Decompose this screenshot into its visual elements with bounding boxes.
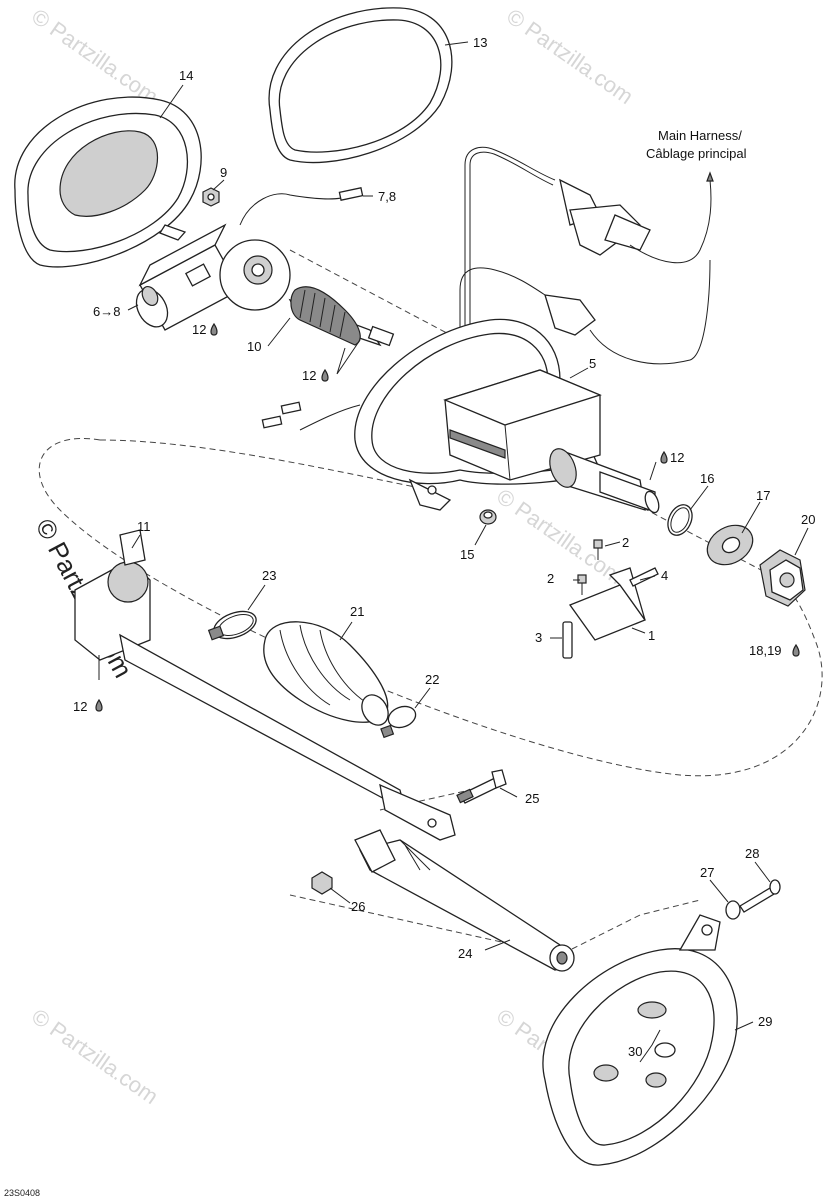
callout-22: 22 xyxy=(425,672,439,687)
callout-15: 15 xyxy=(460,547,474,562)
screw-part-28 xyxy=(739,879,781,913)
link-axis xyxy=(289,894,701,956)
oil-drop-icons xyxy=(95,322,800,712)
housing-part-5 xyxy=(354,318,602,511)
callout-6-8: 6→8 xyxy=(93,304,120,319)
callout-12-d: 12 xyxy=(73,699,87,714)
watermark-bottom-left: © Partzilla.com xyxy=(27,1004,163,1110)
callout-30: 30 xyxy=(628,1044,642,1059)
callout-27: 27 xyxy=(700,865,714,880)
callout-12-b: 12 xyxy=(302,368,316,383)
clip-part-4 xyxy=(629,567,659,587)
ring-bracket-part-29 xyxy=(542,914,738,1166)
callout-21: 21 xyxy=(350,604,364,619)
nut-part-9 xyxy=(202,187,220,207)
watermark-top-left: © Partzilla.com xyxy=(27,4,163,110)
washer-part-17 xyxy=(706,524,754,566)
screw-part-2-a xyxy=(593,539,603,560)
callout-20: 20 xyxy=(801,512,815,527)
harness-wires xyxy=(261,146,712,431)
boot-part-21 xyxy=(263,621,389,726)
callout-17: 17 xyxy=(756,488,770,503)
callout-26: 26 xyxy=(351,899,365,914)
harness-label-line-2: Câblage principal xyxy=(646,146,747,161)
assembly-path-upper xyxy=(99,439,431,491)
callout-24: 24 xyxy=(458,946,472,961)
callout-13: 13 xyxy=(473,35,487,50)
o-ring-part-16 xyxy=(667,504,693,536)
motor-axis xyxy=(289,249,461,341)
nut-part-20 xyxy=(759,549,806,607)
seal-ring-part-13 xyxy=(268,7,453,164)
callout-14: 14 xyxy=(179,68,193,83)
callout-29: 29 xyxy=(758,1014,772,1029)
pin-part-3 xyxy=(562,621,573,659)
callout-10: 10 xyxy=(247,339,261,354)
linkage-part-11 xyxy=(74,529,456,841)
callout-2-a: 2 xyxy=(622,535,629,550)
clamp-part-22 xyxy=(380,705,417,739)
screw-part-2-b xyxy=(577,574,587,595)
harness-arrow xyxy=(706,171,714,182)
cover-part-14 xyxy=(14,96,202,268)
oil-drop-icon xyxy=(660,450,668,464)
callout-9: 9 xyxy=(220,165,227,180)
washer-part-27 xyxy=(725,900,741,920)
bolt-part-25 xyxy=(456,769,507,804)
oil-drop-icon xyxy=(210,322,218,336)
clamp-part-23 xyxy=(207,610,257,641)
callout-7-8: 7,8 xyxy=(378,189,396,204)
callout-4: 4 xyxy=(661,568,668,583)
callout-3: 3 xyxy=(535,630,542,645)
oil-drop-icon xyxy=(321,368,329,382)
callout-18-19: 18,19 xyxy=(749,643,782,658)
callout-5: 5 xyxy=(589,356,596,371)
nut-part-26 xyxy=(311,871,333,895)
motor-part-6-8 xyxy=(135,187,364,331)
bracket-part-1 xyxy=(568,567,647,641)
o-ring-inner xyxy=(670,507,690,533)
assembly-path xyxy=(38,438,823,777)
callout-16: 16 xyxy=(700,471,714,486)
rod-end-part-24 xyxy=(354,829,575,972)
grommet-part-15 xyxy=(479,509,497,525)
callouts: 13 14 9 7,8 6→8 12 10 12 5 12 16 17 20 2… xyxy=(73,35,815,1059)
watermark-top-right: © Partzilla.com xyxy=(502,4,638,110)
reference-code: 23S0408 xyxy=(4,1188,40,1198)
oil-drop-icon xyxy=(792,643,800,657)
harness-label-line-1: Main Harness/ xyxy=(658,128,742,143)
callout-1: 1 xyxy=(648,628,655,643)
callout-28: 28 xyxy=(745,846,759,861)
callout-2-b: 2 xyxy=(547,571,554,586)
output-shaft xyxy=(549,448,660,514)
worm-screw-part-10 xyxy=(288,286,395,347)
callout-25: 25 xyxy=(525,791,539,806)
leader-lines xyxy=(98,41,809,1063)
watermark-mid-right: © Partzilla.com xyxy=(492,484,628,590)
callout-11: 11 xyxy=(137,519,151,534)
callout-12-c: 12 xyxy=(670,450,684,465)
callout-23: 23 xyxy=(262,568,276,583)
callout-12-a: 12 xyxy=(192,322,206,337)
oil-drop-icon xyxy=(95,698,103,712)
